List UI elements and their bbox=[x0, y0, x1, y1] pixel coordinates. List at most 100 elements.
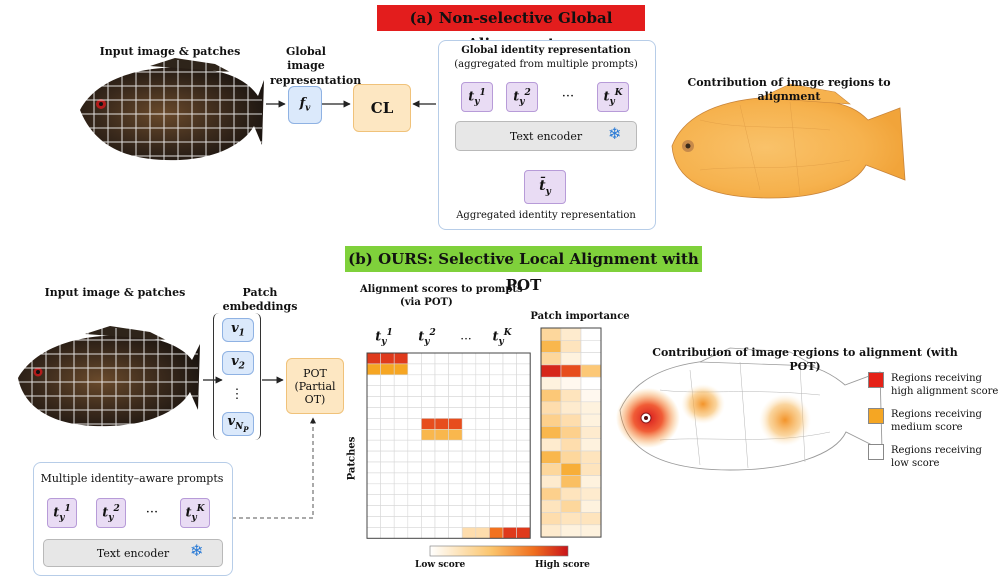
alignment-cell bbox=[407, 352, 422, 365]
importance-cell bbox=[560, 352, 582, 366]
alignment-cell bbox=[461, 439, 477, 452]
alignment-cell bbox=[502, 396, 517, 408]
alignment-cell bbox=[421, 363, 436, 376]
alignment-cell bbox=[393, 450, 409, 463]
alignment-cell bbox=[448, 363, 463, 376]
alignment-cell bbox=[461, 374, 477, 386]
alignment-cell bbox=[434, 494, 449, 506]
alignment-cell bbox=[366, 396, 381, 408]
alignment-cell bbox=[434, 428, 449, 441]
alignment-cell bbox=[421, 407, 436, 419]
alignment-cell bbox=[421, 450, 436, 463]
alignment-cell bbox=[421, 374, 436, 386]
alignment-cell bbox=[393, 494, 409, 506]
importance-cell bbox=[540, 401, 562, 415]
alignment-cell bbox=[380, 505, 395, 517]
alignment-cell bbox=[502, 527, 517, 539]
alignment-cell bbox=[380, 472, 395, 485]
cl-box: CL bbox=[353, 84, 411, 132]
alignment-cell bbox=[448, 418, 463, 430]
importance-cell bbox=[540, 487, 562, 501]
patch-embedding-n: vNP bbox=[222, 412, 254, 436]
alignment-cell bbox=[489, 363, 504, 376]
text-encoder-b: Text encoder bbox=[43, 539, 223, 567]
alignment-cell bbox=[407, 407, 422, 419]
alignment-cell bbox=[380, 461, 395, 474]
alignment-cell bbox=[489, 527, 504, 539]
alignment-cell bbox=[407, 385, 422, 397]
alignment-cell bbox=[475, 439, 490, 452]
alignment-cell bbox=[407, 450, 422, 463]
alignment-cell bbox=[516, 418, 531, 430]
text-encoder-b-label: Text encoder bbox=[96, 546, 170, 560]
alignment-cell bbox=[461, 428, 477, 441]
importance-border bbox=[540, 327, 602, 538]
prompt-a-ellipsis: ··· bbox=[561, 88, 575, 104]
importance-cell bbox=[580, 450, 602, 464]
col-header-ellipsis: ··· bbox=[460, 332, 472, 346]
alignment-cell bbox=[516, 363, 531, 376]
importance-cell bbox=[580, 413, 602, 427]
importance-cell bbox=[580, 487, 602, 501]
patch-embedding-1: v1 bbox=[222, 318, 254, 342]
alignment-cell bbox=[461, 385, 477, 397]
alignment-cell bbox=[475, 494, 490, 506]
importance-cell bbox=[580, 364, 602, 378]
alignment-cell bbox=[421, 428, 436, 441]
alignment-cell bbox=[448, 472, 463, 485]
fish-image-a bbox=[80, 58, 264, 165]
input-image-label-a: Input image & patches bbox=[99, 45, 241, 58]
importance-cell bbox=[560, 339, 582, 353]
prompt-a-1: ty1 bbox=[461, 82, 493, 112]
alignment-cell bbox=[516, 352, 531, 365]
alignment-cell bbox=[380, 439, 395, 452]
alignment-cell bbox=[393, 516, 409, 528]
alignment-cell bbox=[434, 461, 449, 474]
importance-cell bbox=[580, 401, 602, 415]
alignment-cell bbox=[461, 363, 477, 376]
alignment-cell bbox=[407, 516, 422, 528]
alignment-cell bbox=[489, 396, 504, 408]
alignment-cell bbox=[393, 374, 409, 386]
alignment-cell bbox=[407, 363, 422, 376]
importance-cell bbox=[580, 475, 602, 489]
alignment-cell bbox=[516, 472, 531, 485]
alignment-cell bbox=[448, 396, 463, 408]
alignment-cell bbox=[366, 407, 381, 419]
alignment-cell bbox=[475, 461, 490, 474]
alignment-cell bbox=[366, 483, 381, 495]
alignment-cell bbox=[502, 363, 517, 376]
alignment-cell bbox=[516, 516, 531, 528]
importance-cell bbox=[540, 426, 562, 439]
importance-cell bbox=[540, 413, 562, 427]
alignment-cell bbox=[434, 516, 449, 528]
alignment-cell bbox=[461, 472, 477, 485]
alignment-cell bbox=[393, 428, 409, 441]
alignment-heatmap bbox=[366, 352, 531, 539]
contribution-label-b: Contribution of image regions to alignme… bbox=[652, 346, 958, 374]
alignment-cell bbox=[421, 505, 436, 517]
alignment-cell bbox=[393, 461, 409, 474]
alignment-cell bbox=[448, 428, 463, 441]
alignment-cell bbox=[380, 494, 395, 506]
alignment-cell bbox=[434, 527, 449, 539]
alignment-cell bbox=[434, 483, 449, 495]
patches-axis-label: Patches bbox=[346, 436, 358, 481]
alignment-cell bbox=[475, 352, 490, 365]
snowflake-icon: ❄ bbox=[608, 124, 622, 143]
pot-box: POT (Partial OT) bbox=[286, 358, 344, 414]
importance-cell bbox=[580, 389, 602, 403]
alignment-cell bbox=[366, 527, 381, 539]
importance-cell bbox=[540, 339, 562, 353]
fv-encoder-box: fv bbox=[288, 86, 322, 124]
aggregated-label: Aggregated identity representation bbox=[456, 210, 636, 221]
fv-symbol: fv bbox=[299, 96, 311, 114]
alignment-cell bbox=[448, 407, 463, 419]
importance-cell bbox=[580, 462, 602, 476]
global-identity-title: Global identity representation bbox=[461, 45, 631, 56]
alignment-cell bbox=[407, 472, 422, 485]
